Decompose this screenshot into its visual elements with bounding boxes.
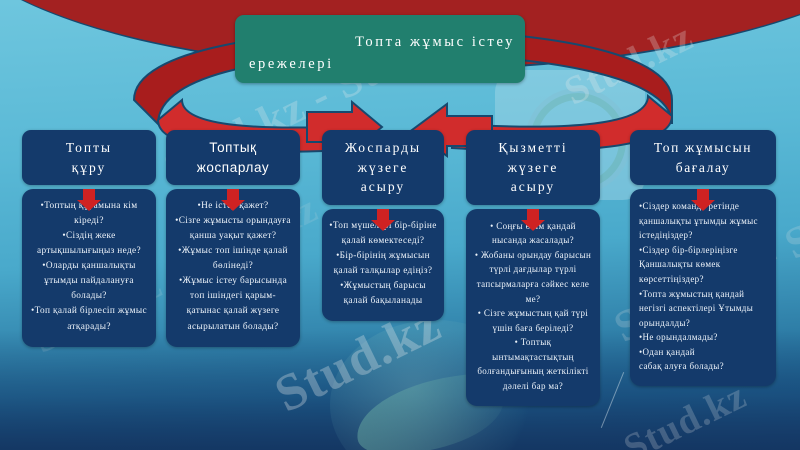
title-line-2: ережелері bbox=[249, 56, 334, 73]
bullet-item: •Бір-бірінің жұмысын қалай талқылар едің… bbox=[333, 250, 433, 276]
bullet-item: •Сіздер бір-бірлеріңізге Қаншалықты көме… bbox=[639, 244, 738, 285]
column-group-planning: Топтық жоспарлау •Не істеу қажет? •Сізге… bbox=[166, 130, 300, 347]
header-line-3: асыру bbox=[360, 179, 406, 195]
header-line-2: бағалау bbox=[675, 159, 731, 175]
column-execute-activity: Қызметті жүзеге асыру • Соңғы өнім қанда… bbox=[466, 130, 600, 406]
stage-header-box[interactable]: Топ жұмысын бағалау bbox=[630, 130, 776, 186]
bullet-item: • Топтық ынтымақтастықтың болғандығының … bbox=[477, 337, 589, 392]
header-line-3: асыру bbox=[510, 179, 556, 195]
bullet-item: • Жобаны орындау барысын түрлі дағдылар … bbox=[474, 249, 592, 304]
bullet-item: •Топ қалай бірлесіп жұмыс атқарады? bbox=[31, 306, 147, 332]
stage-header-box[interactable]: Топты құру bbox=[22, 130, 156, 186]
header-line-2: жүзеге bbox=[357, 159, 409, 175]
header-line-1: Қызметті bbox=[498, 140, 568, 155]
stage-header-box[interactable]: Жоспарды жүзеге асыру bbox=[322, 130, 444, 205]
bullet-item: •Жұмыс топ ішінде қалай бөлінеді? bbox=[178, 246, 288, 272]
bullet-item: •Сізге жұмысты орындауға қанша уақыт қаж… bbox=[175, 216, 291, 242]
stage-content-box: •Не істеу қажет? •Сізге жұмысты орындауғ… bbox=[166, 189, 300, 347]
diagram-title: Топта жұмыс істеу ережелері bbox=[235, 15, 525, 83]
stage-content-box: •Сіздер команда ретінде қаншалықты ұтымд… bbox=[630, 189, 776, 387]
header-line-1: Жоспарды bbox=[344, 140, 422, 155]
stage-header-box[interactable]: Қызметті жүзеге асыру bbox=[466, 130, 600, 205]
header-line-2: жүзеге bbox=[507, 159, 559, 175]
bullet-item: сабақ алуға болады? bbox=[639, 361, 725, 372]
bullet-item: •Топта жұмыстың қандай негізгі аспектіле… bbox=[639, 288, 754, 328]
header-line-2: құру bbox=[71, 159, 107, 175]
bullet-item: • Сізге жұмыстың қай түрі үшін баға бері… bbox=[477, 308, 589, 333]
bullet-item: •Не орындалмады? bbox=[639, 332, 718, 343]
header-line-1: Топты bbox=[65, 140, 113, 155]
stage-content-box: •Топтың құрамына кім кіреді? •Сіздің жек… bbox=[22, 189, 156, 347]
column-evaluate-group-work: Топ жұмысын бағалау •Сіздер команда реті… bbox=[630, 130, 776, 387]
stage-header-box[interactable]: Топтық жоспарлау bbox=[166, 130, 300, 186]
header-line-2: жоспарлау bbox=[196, 159, 270, 175]
title-line-1: Топта жұмыс істеу bbox=[355, 34, 515, 50]
bullet-item: •Сіздің жеке артықшылығыңыз неде? bbox=[36, 231, 141, 257]
bullet-item: •Оларды қаншалықты ұтымды пайдалануға бо… bbox=[42, 261, 136, 302]
bullet-item: •Сіздер команда ретінде қаншалықты ұтымд… bbox=[639, 201, 758, 241]
column-execute-plan: Жоспарды жүзеге асыру •Топ мүшелері бір-… bbox=[322, 130, 444, 321]
bullet-item: •Жұмыс істеу барысында топ ішіндегі қары… bbox=[178, 276, 288, 332]
header-line-1: Топтық bbox=[209, 140, 257, 155]
bullet-item: •Одан қандай bbox=[639, 346, 695, 357]
column-create-group: Топты құру •Топтың құрамына кім кіреді? … bbox=[22, 130, 156, 347]
stage-content-box: • Соңғы өнім қандай нысанда жасалады? • … bbox=[466, 208, 600, 406]
header-line-1: Топ жұмысын bbox=[653, 140, 753, 155]
bullet-item: •Жұмыстың барысы қалай бақыланады bbox=[340, 280, 426, 306]
